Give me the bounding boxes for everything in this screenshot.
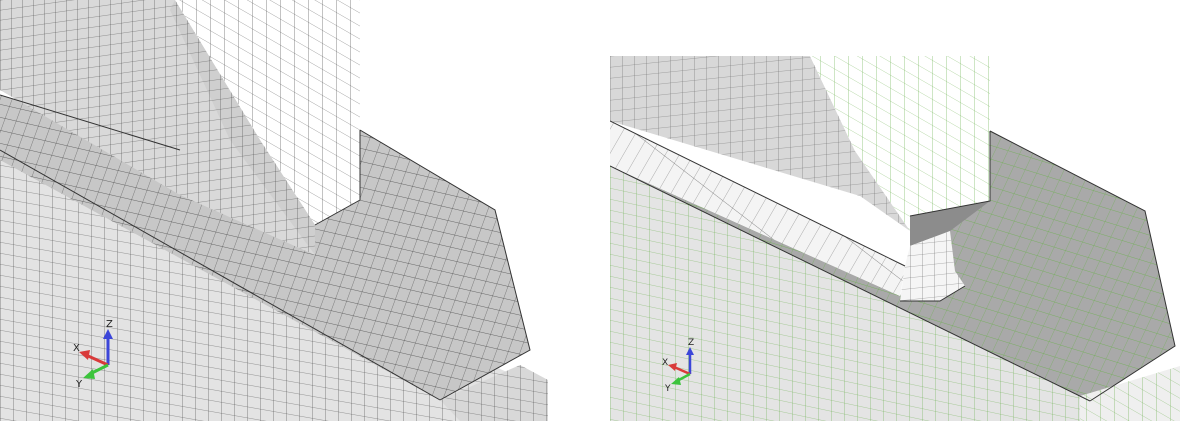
rib-white-face: [810, 56, 990, 231]
x-axis-label: X: [73, 343, 80, 354]
mesh-canvas-left: Z X Y: [0, 0, 548, 421]
mesh-view-right[interactable]: Z X Y: [610, 56, 1180, 421]
flange-top-face: [610, 131, 1175, 401]
mesh-view-left[interactable]: Z X Y: [0, 0, 548, 421]
feature-edges-right: [610, 120, 1176, 402]
lower-shelf-face: [440, 365, 548, 421]
z-arrow-icon: [686, 347, 694, 355]
mesh-canvas-right: Z X Y: [610, 56, 1180, 421]
rib-edge-face: [170, 0, 315, 255]
back-wall-face: [610, 56, 910, 231]
x-arrow-icon: [79, 350, 90, 360]
back-wall-face: [0, 0, 315, 255]
x-axis-label: X: [662, 358, 668, 368]
y-arrow-icon: [671, 377, 681, 385]
y-axis-label: Y: [75, 379, 83, 390]
rib-white-face: [175, 0, 360, 225]
flange-top-face: [0, 95, 530, 400]
z-axis-label: Z: [688, 338, 694, 348]
axis-triad-right: Z X Y: [662, 338, 694, 394]
lower-block-face: [1080, 366, 1180, 421]
y-arrow-icon: [83, 369, 95, 379]
y-axis-label: Y: [664, 384, 671, 394]
z-arrow-icon: [103, 329, 113, 339]
front-wall-face: [610, 166, 1090, 421]
axis-triad-left: Z X Y: [73, 319, 113, 390]
rib-foot-face: [900, 231, 965, 301]
z-axis-label: Z: [106, 319, 113, 330]
weld-strip-face: [610, 121, 905, 296]
x-arrow-icon: [668, 363, 677, 371]
feature-edges-left: [0, 94, 531, 401]
